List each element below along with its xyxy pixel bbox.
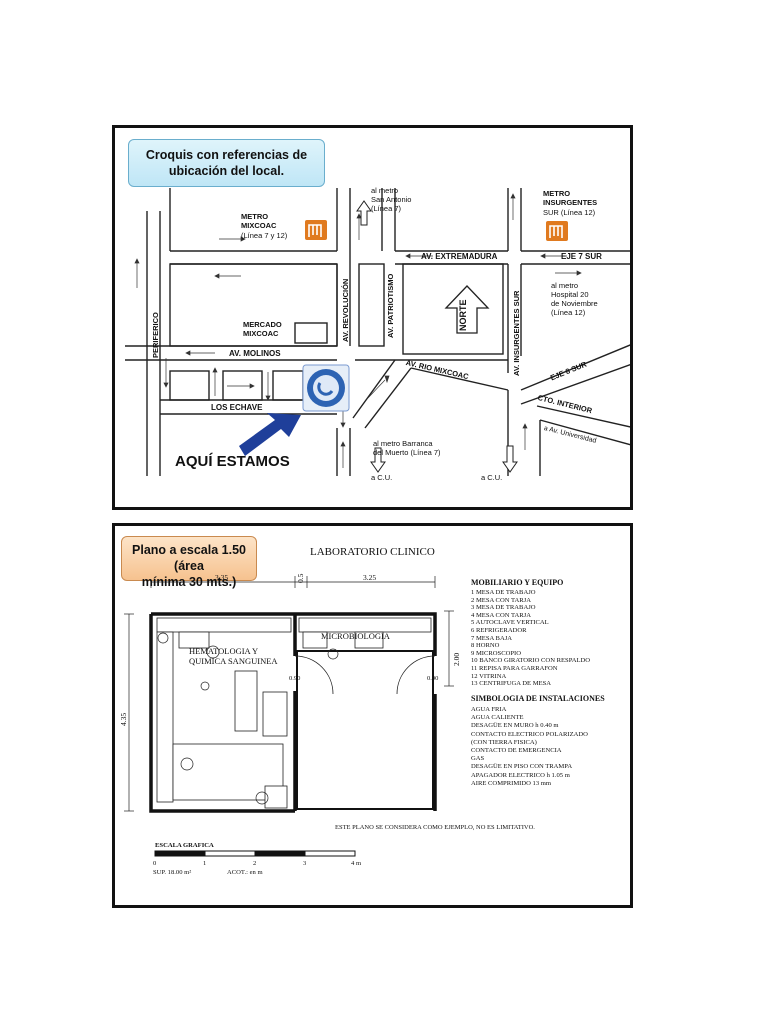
av-molinos-label: AV. MOLINOS (229, 349, 281, 358)
scale-tick: 3 (303, 860, 307, 867)
simbologia-item: CONTACTO ELECTRICO POLARIZADO (471, 730, 588, 738)
aqui-estamos-label: AQUÍ ESTAMOS (175, 453, 290, 470)
floor-plan-panel: Plano a escala 1.50 (área mínima 30 mts.… (112, 523, 633, 908)
clinic-logo-icon (302, 364, 350, 412)
mobiliario-item: 7 MESA BAJA (471, 634, 513, 642)
dim-label: 4.35 (119, 712, 128, 726)
scale-title: ESCALA GRAFICA (155, 842, 214, 849)
dim-label: 0.5 (296, 573, 305, 583)
mobiliario-item: 3 MESA DE TRABAJO (471, 604, 536, 612)
simbologia-item: GAS (471, 755, 485, 763)
mobiliario-item: 10 BANCO GIRATORIO CON RESPALDO (471, 657, 591, 665)
dim-label: 3.35 (215, 573, 229, 582)
simbologia-item: AGUA FRIA (471, 706, 507, 713)
mobiliario-item: 5 AUTOCLAVE VERTICAL (471, 619, 549, 627)
mobiliario-item: 13 CENTRIFUGA DE MESA (471, 680, 552, 688)
metro-insurgentes-line: SUR (Línea 12) (543, 208, 596, 217)
location-map-panel: Croquis con referencias de ubicación del… (112, 125, 633, 510)
av-patriotismo-label: AV. PATRIOTISMO (386, 273, 395, 338)
av-extremadura-label: AV. EXTREMADURA (421, 252, 498, 261)
mobiliario-item: 1 MESA DE TRABAJO (471, 589, 536, 596)
acot-label: ACOT.: en m (227, 869, 263, 876)
mobiliario-item: 11 REPISA PARA GARRAFON (471, 665, 558, 672)
dim-label: 0.90 (427, 675, 439, 682)
metro-logo-icon (546, 221, 568, 241)
mobiliario-item: 12 VITRINA (471, 672, 507, 680)
dim-label: 2.00 (452, 652, 461, 666)
mobiliario-title: MOBILIARIO Y EQUIPO (471, 578, 564, 587)
map-callout: Croquis con referencias de ubicación del… (128, 139, 325, 187)
mobiliario-item: 9 MICROSCOPIO (471, 649, 522, 657)
simbologia-item: AIRE COMPRIMIDO 13 mm (471, 779, 552, 787)
simbologia-item: DESAGÜE EN MURO h 0.40 m (471, 722, 559, 730)
to-san-antonio-arrow (356, 200, 372, 226)
scale-tick: 1 (203, 860, 207, 867)
metro-mixcoac-line: (Línea 7 y 12) (241, 231, 288, 240)
simbologia-title: SIMBOLOGIA DE INSTALACIONES (471, 694, 605, 703)
plan-callout: Plano a escala 1.50 (área mínima 30 mts.… (121, 536, 257, 589)
mobiliario-item: 6 REFRIGERADOR (471, 627, 527, 634)
mobiliario-item: 4 MESA CON TARJA (471, 611, 531, 619)
mobiliario-item: 2 MESA CON TARJA (471, 596, 531, 604)
street-map (125, 188, 630, 476)
simbologia-item: APAGADOR ELECTRICO h 1.05 m (471, 771, 570, 779)
to-cu-label-1: a C.U. (371, 473, 393, 482)
los-echave-label: LOS ECHAVE (211, 403, 263, 412)
mobiliario-item: 8 HORNO (471, 642, 500, 650)
av-insurgentes-sur-label: AV. INSURGENTES SUR (512, 290, 521, 376)
dim-label: 0.90 (289, 675, 301, 682)
norte-label: NORTE (458, 299, 468, 332)
simbologia-item: (CON TIERRA FISICA) (471, 738, 537, 746)
scale-tick: 2 (253, 860, 257, 867)
room-microbiologia: MICROBIOLOGIA (321, 631, 390, 641)
periferico-label: PERIFERICO (151, 312, 160, 358)
sup-label: SUP. 18.00 m² (153, 869, 192, 876)
metro-logo-icon (305, 220, 327, 240)
dim-label: 3.25 (363, 573, 377, 582)
simbologia-item: CONTACTO DE EMERGENCIA (471, 747, 562, 754)
pointer-arrow-icon (239, 413, 301, 456)
plan-note: ESTE PLANO SE CONSIDERA COMO EJEMPLO, NO… (335, 824, 535, 831)
plan-title: LABORATORIO CLINICO (310, 546, 435, 558)
to-cu-label-2: a C.U. (481, 473, 503, 482)
simbologia-item: AGUA CALIENTE (471, 714, 524, 722)
scale-tick: 0 (153, 860, 157, 867)
simbologia-item: DESAGÜE EN PISO CON TRAMPA (471, 763, 573, 771)
av-revolucion-label: AV. REVOLUCIÓN (341, 278, 350, 342)
north-arrow-icon (444, 285, 490, 334)
floor-plan-drawing (124, 576, 454, 857)
eje-7-sur-label: EJE 7 SUR (561, 252, 602, 261)
scale-tick: 4 m (351, 860, 362, 867)
